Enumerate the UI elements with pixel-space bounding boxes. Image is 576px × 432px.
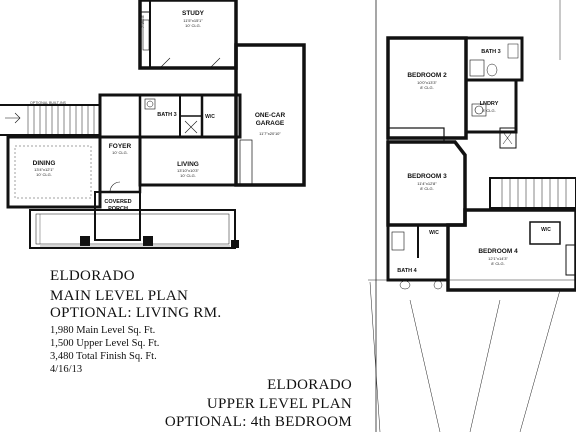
room-foyer-label: FOYER <box>104 143 136 150</box>
room-bath4-label: BATH 4 <box>397 268 417 274</box>
main-stat-main: 1,980 Main Level Sq. Ft. <box>50 325 156 336</box>
room-bedroom2-dims: 10'0"x13'3" 8' CLG. <box>398 80 456 90</box>
upper-title-name: ELDORADO <box>267 377 352 393</box>
room-lndry-label: LNDRY <box>479 101 499 107</box>
room-upper-bath3-label: BATH 3 <box>481 49 501 55</box>
main-title-option: OPTIONAL: LIVING RM. <box>50 305 222 321</box>
dims: 11'4"x12'8" <box>417 181 437 186</box>
room-wic3-label: W/C <box>429 230 439 236</box>
ceiling: 8' CLG. <box>420 186 434 191</box>
main-stat-total: 3,480 Total Finish Sq. Ft. <box>50 351 157 362</box>
dims: 13'10"x10'3" <box>177 168 199 173</box>
main-title-name: ELDORADO <box>50 268 135 284</box>
room-study-label: STUDY <box>168 10 218 17</box>
upper-title-plan: UPPER LEVEL PLAN <box>206 396 352 412</box>
room-name: FOYER <box>108 143 132 150</box>
upper-level-fixtures <box>471 103 487 117</box>
room-foyer-dims: 10' CLG. <box>112 150 128 155</box>
main-level-hatch <box>39 214 230 247</box>
room-bedroom3-label: BEDROOM 3 <box>407 173 447 180</box>
dims: 13'4"x12'1" <box>34 167 54 172</box>
room-bedroom4-label: BEDROOM 4 <box>478 248 518 255</box>
room-wic4-label: W/C <box>541 227 551 233</box>
dims: 10'0"x13'3" <box>417 80 437 85</box>
main-title-plan: MAIN LEVEL PLAN <box>50 288 189 304</box>
room-dining-label: DINING <box>32 160 56 167</box>
main-stat-date: 4/16/13 <box>50 364 83 375</box>
room-lndry-dims: 8' CLG. <box>482 108 496 113</box>
upper-title-option: OPTIONAL: 4th BEDROOM <box>164 414 352 430</box>
room-bath3-label: BATH 3 <box>157 112 177 118</box>
ceiling: 10' CLG. <box>185 23 201 28</box>
ceiling: 10' CLG. <box>180 173 196 178</box>
upper-level-outline <box>368 0 576 432</box>
room-garage-label: ONE-CAR GARAGE <box>244 112 296 128</box>
room-study-dims: 11'5"x15'1" 10' CLG. <box>168 18 218 28</box>
room-name: COVERED PORCH <box>104 199 132 212</box>
room-bedroom2-label: BEDROOM 2 <box>407 72 447 79</box>
room-wic-label: W/C <box>205 114 215 120</box>
upper-level-walls <box>386 36 576 292</box>
main-stat-upper: 1,500 Upper Level Sq. Ft. <box>50 338 160 349</box>
room-porch-label: COVERED PORCH <box>96 199 140 213</box>
ceiling: 10' CLG. <box>36 172 52 177</box>
room-dining-dims: 13'4"x12'1" 10' CLG. <box>24 167 64 177</box>
main-level-columns <box>80 236 239 248</box>
ceiling: 8' CLG. <box>420 85 434 90</box>
room-bedroom4-dims: 12'1"x14'3" 8' CLG. <box>468 256 528 266</box>
room-living-dims: 13'10"x10'3" 10' CLG. <box>166 168 210 178</box>
main-level-walls <box>0 0 306 249</box>
room-garage-dims: 11'7"x20'10" <box>259 131 281 136</box>
room-name: STUDY <box>181 10 205 17</box>
ceiling: 8' CLG. <box>491 261 505 266</box>
dims: 11'5"x15'1" <box>183 18 203 23</box>
room-bedroom3-dims: 11'4"x12'8" 8' CLG. <box>398 181 456 191</box>
room-name: ONE-CAR GARAGE <box>254 112 286 127</box>
room-living-label: LIVING <box>177 161 199 168</box>
optional-builtins-note: OPTIONAL BUILT-INS <box>30 101 66 105</box>
wine-note: 7' WINE <box>141 14 145 28</box>
dims: 12'1"x14'3" <box>488 256 508 261</box>
